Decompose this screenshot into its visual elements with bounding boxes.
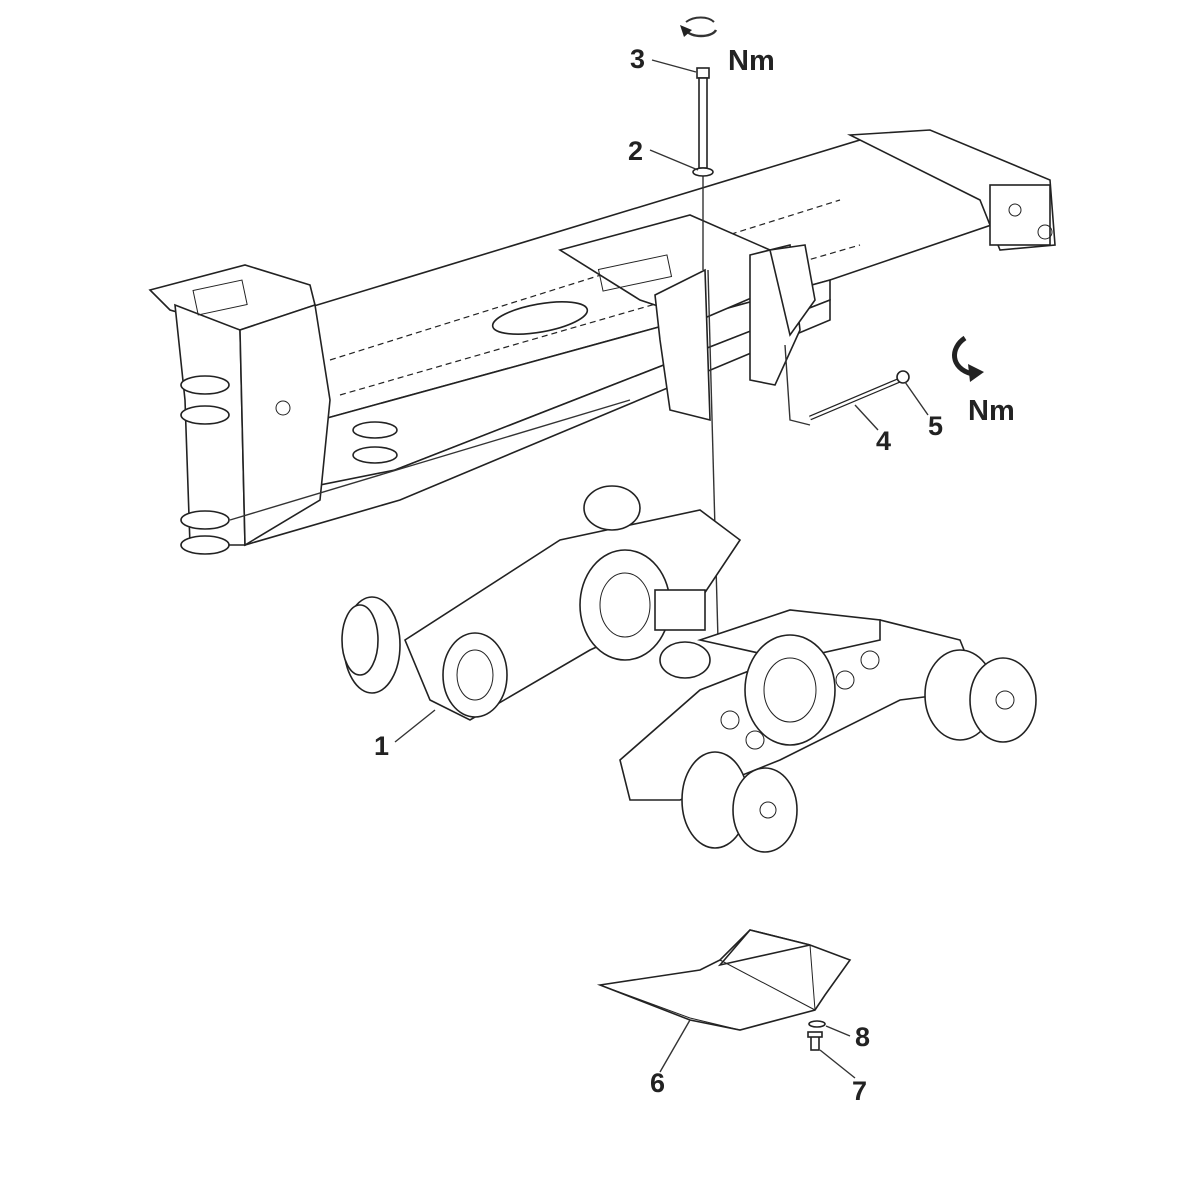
leader-lines (394, 59, 929, 1079)
torque-unit-right: Nm (968, 395, 1015, 427)
rotate-arrow-icon (680, 16, 718, 38)
bolt-3 (696, 67, 710, 169)
callout-2: 2 (628, 136, 643, 166)
tandem-axle (341, 485, 1037, 853)
frame-beam (148, 129, 1056, 555)
callout-1: 1 (374, 731, 389, 761)
bolt-5 (896, 370, 910, 384)
callout-5: 5 (928, 411, 943, 441)
callout-8: 8 (855, 1022, 870, 1052)
rotate-arrow-icon (952, 335, 984, 382)
washer-8 (808, 1020, 826, 1028)
pin-4 (809, 377, 901, 421)
callout-7: 7 (852, 1076, 867, 1106)
callout-3: 3 (630, 44, 645, 74)
bolt-7 (807, 1031, 823, 1051)
callout-4: 4 (876, 426, 891, 456)
guard-plate-6 (596, 929, 852, 1031)
callout-6: 6 (650, 1068, 665, 1098)
torque-unit-top: Nm (728, 45, 775, 77)
